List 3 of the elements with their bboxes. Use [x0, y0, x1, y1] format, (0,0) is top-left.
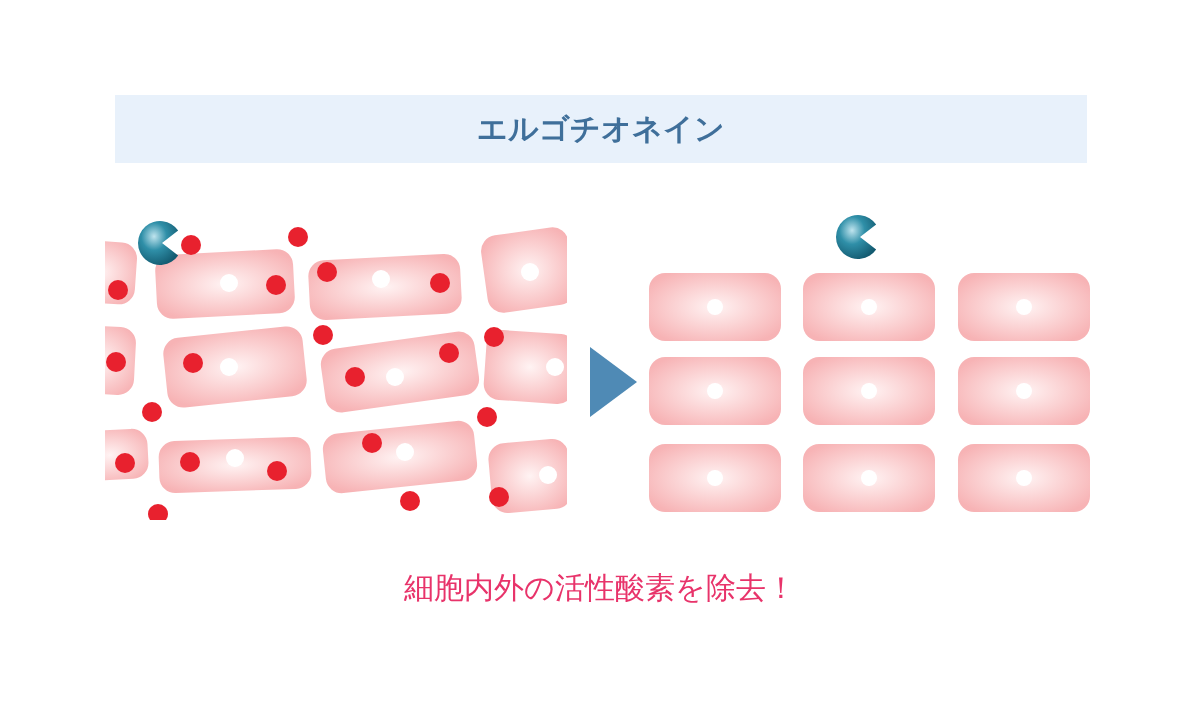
caption-text: 細胞内外の活性酸素を除去！	[403, 569, 797, 607]
title-banner: エルゴチオネイン	[115, 95, 1087, 163]
arrow	[590, 347, 637, 417]
